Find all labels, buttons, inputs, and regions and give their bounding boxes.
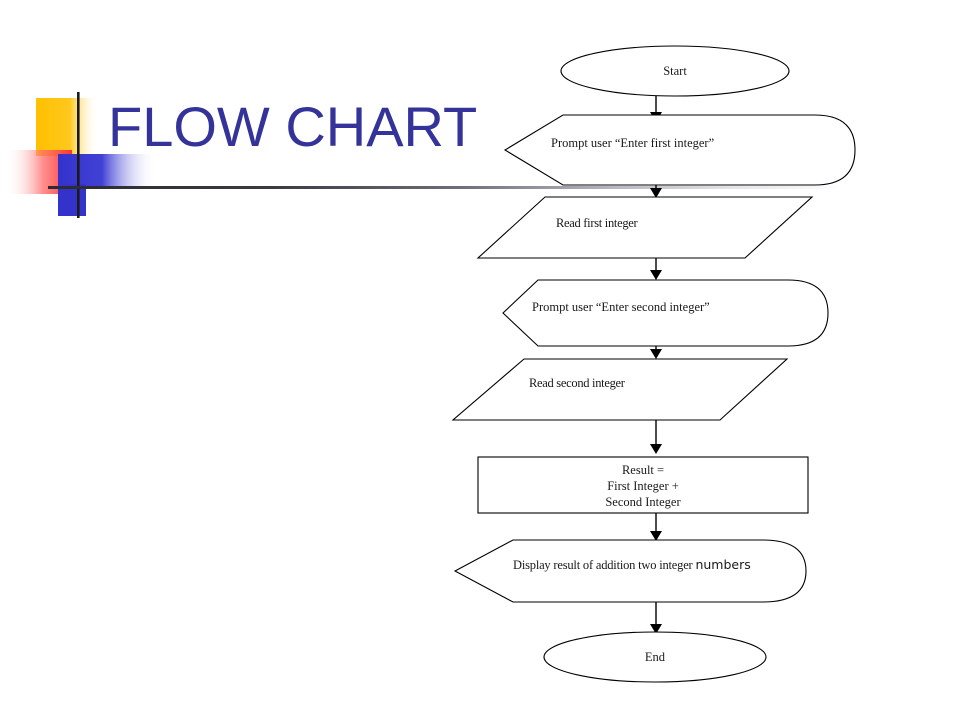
deco-vertical-line	[77, 92, 80, 218]
arrowhead-display-end	[650, 624, 662, 634]
node-read1-label: Read first integer	[556, 216, 638, 230]
page-title: FLOW CHART	[108, 95, 478, 158]
node-display-label: Display result of addition two integer n…	[455, 557, 806, 573]
arrowhead-read2-process	[650, 444, 662, 454]
arrowhead-prompt1-read1	[650, 188, 662, 198]
arrowhead-process-display	[650, 531, 662, 541]
node-process-shape	[477, 456, 809, 514]
node-prompt2-shape	[502, 279, 829, 347]
node-process-label-line2: First Integer +	[607, 479, 679, 493]
node-process-label-line1: Result =	[621, 463, 665, 477]
node-display-shape	[453, 539, 807, 603]
node-end-shape	[543, 631, 767, 683]
deco-yellow-square	[36, 98, 98, 156]
deco-blue-square	[58, 184, 86, 216]
node-prompt1-label: Prompt user “Enter first integer”	[551, 136, 715, 150]
arrowhead-read1-prompt2	[650, 270, 662, 280]
node-read2-shape	[451, 358, 789, 421]
node-end-label: End	[644, 650, 666, 664]
node-prompt1-shape	[503, 114, 856, 186]
title-underline-rule	[48, 186, 838, 189]
node-prompt2-label: Prompt user “Enter second integer”	[532, 300, 710, 314]
node-start-label: Start	[663, 64, 687, 78]
deco-blue-bar	[58, 154, 156, 188]
node-process-label: Result = First Integer + Second Integer	[478, 462, 808, 510]
title-decoration	[6, 92, 156, 218]
node-process-label-line3: Second Integer	[605, 495, 681, 509]
node-display-label-main: Display result of addition two integer	[513, 558, 696, 572]
node-read1-shape	[476, 196, 814, 259]
node-start-shape	[560, 45, 790, 97]
arrowhead-prompt2-read2	[650, 349, 662, 359]
node-read2-label: Read second integer	[529, 376, 625, 390]
node-display-label-emphasis: numbers	[695, 557, 751, 572]
